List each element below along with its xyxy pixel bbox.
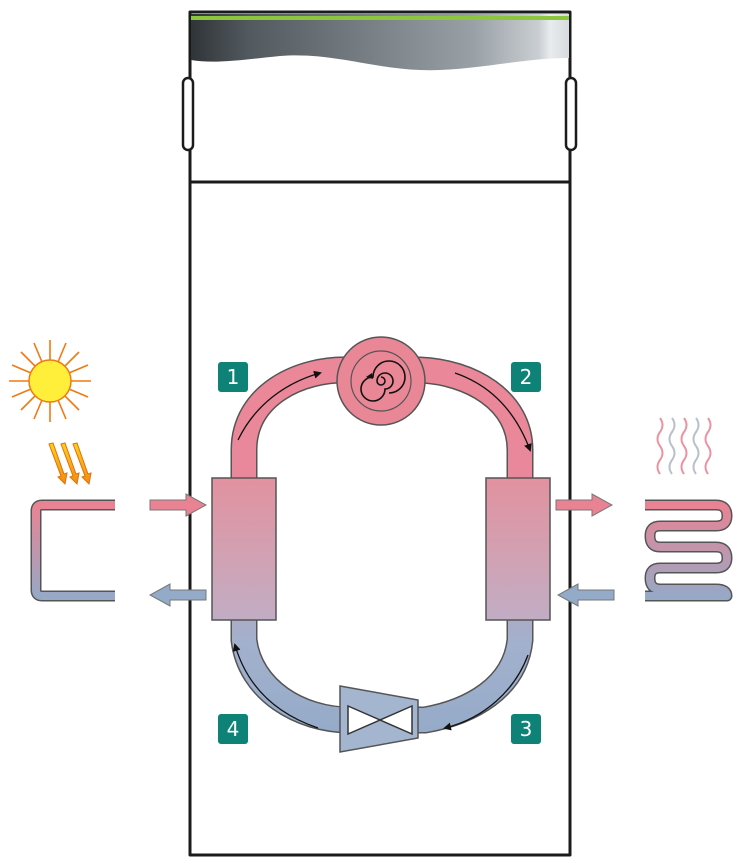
flow-arrow-3 (443, 654, 529, 731)
heat-pump-cabinet (181, 10, 578, 857)
hot-arrow-in (149, 493, 208, 517)
hot-arrow-out (555, 493, 614, 517)
step-badge-2: 2 (511, 362, 541, 392)
heat-source-loop (30, 499, 115, 602)
left-handle (181, 76, 195, 152)
flow-arrows (232, 370, 532, 731)
flow-arrow-2 (454, 372, 532, 452)
step-badge-3: 3 (511, 714, 541, 744)
svg-text:1: 1 (227, 365, 240, 389)
step-badge-4: 4 (218, 714, 248, 744)
top-panel (191, 14, 569, 71)
right-handle (564, 76, 578, 152)
heat-waves-icon (656, 417, 712, 475)
flow-arrow-1 (237, 370, 322, 441)
heating-coil (644, 499, 733, 602)
compressor-icon (336, 336, 426, 426)
svg-text:4: 4 (227, 717, 240, 741)
sun-rays-icon (48, 442, 92, 486)
step-badge-1: 1 (218, 362, 248, 392)
svg-text:2: 2 (520, 365, 533, 389)
svg-text:3: 3 (520, 717, 533, 741)
evaporator (211, 477, 277, 621)
cold-arrow-out (148, 583, 207, 607)
flow-arrow-4 (232, 643, 319, 729)
cold-arrow-in (556, 583, 615, 607)
condenser (485, 477, 551, 621)
expansion-valve-icon (339, 685, 419, 753)
sun-icon (9, 340, 91, 422)
